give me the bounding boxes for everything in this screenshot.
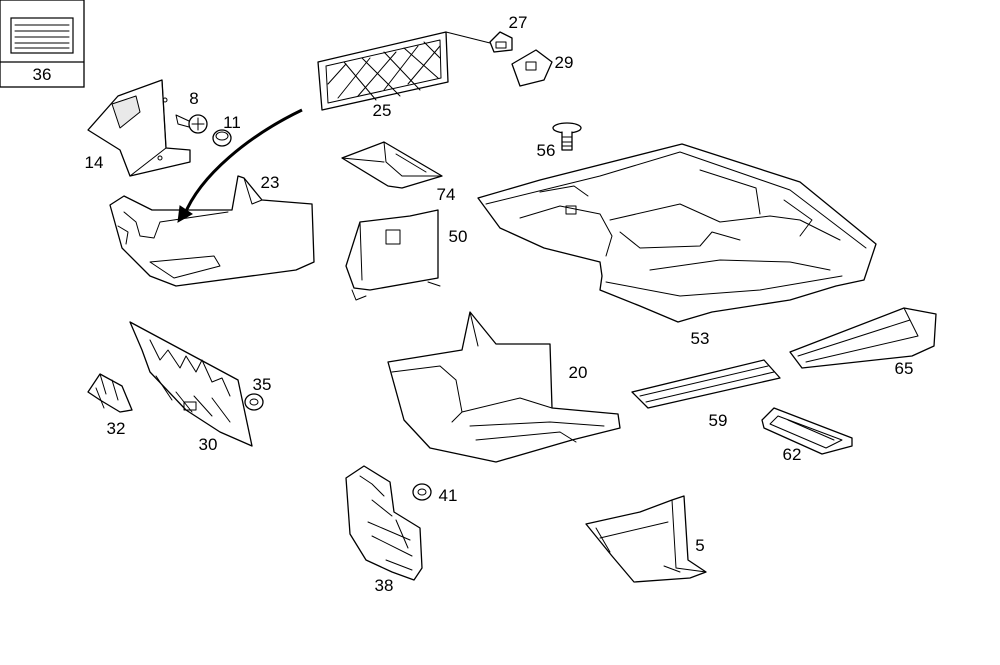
part-50-trim-panel [345, 209, 441, 301]
callout-23: 23 [261, 173, 280, 192]
part-32-clip-bracket [87, 373, 133, 413]
part-59-sill-strip [631, 359, 781, 409]
callout-30: 30 [199, 435, 218, 454]
callout-8: 8 [189, 89, 198, 108]
part-30-bracket-panel [129, 321, 253, 447]
part-65-sill-cover [789, 307, 937, 369]
part-20-rear-footwell [387, 311, 621, 463]
callout-20: 20 [569, 363, 588, 382]
part-27-clip [489, 31, 513, 53]
part-53-floor-carpet [477, 143, 877, 323]
part-56-fastener [552, 122, 582, 151]
callout-41: 41 [439, 486, 458, 505]
part-8-screw [175, 114, 208, 134]
part-74-sill-piece [341, 141, 443, 189]
callout-5: 5 [695, 536, 704, 555]
part-11-plug [212, 129, 232, 147]
part-38-footwell-bracket [345, 465, 423, 581]
part-25-storage-net [317, 31, 495, 111]
part-29-retainer [511, 49, 553, 87]
part-5-corner-trim [585, 495, 707, 583]
arrow-25-to-23 [177, 108, 303, 223]
callout-25: 25 [373, 101, 392, 120]
part-35-nut [244, 393, 264, 411]
callout-74: 74 [437, 185, 456, 204]
callout-32: 32 [107, 419, 126, 438]
part-23-footwell-trim [109, 175, 315, 287]
part-14-side-panel [87, 79, 191, 177]
callout-35: 35 [253, 375, 272, 394]
callout-29: 29 [555, 53, 574, 72]
callout-36: 36 [33, 65, 52, 84]
callout-50: 50 [449, 227, 468, 246]
part-41-nut [412, 483, 432, 501]
callout-27: 27 [509, 13, 528, 32]
callout-65: 65 [895, 359, 914, 378]
callout-53: 53 [691, 329, 710, 348]
callout-59: 59 [709, 411, 728, 430]
callout-11: 11 [223, 113, 241, 132]
callout-38: 38 [375, 576, 394, 595]
callout-14: 14 [85, 153, 104, 172]
callout-56: 56 [537, 141, 556, 160]
part-36-legend-box [0, 0, 85, 88]
part-62-tray [761, 407, 853, 455]
callout-62: 62 [783, 445, 802, 464]
